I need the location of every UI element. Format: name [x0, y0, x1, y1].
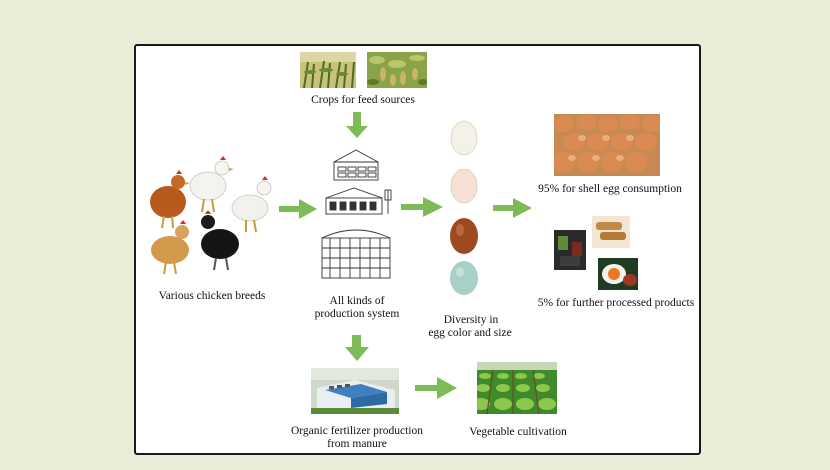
fertilizer-label-line2: from manure: [327, 438, 387, 450]
poultry-house-drawing: [316, 142, 396, 282]
egg-icons: [445, 118, 485, 300]
production-label-line1: All kinds of: [329, 295, 385, 307]
diversity-label-line2: egg color and size: [428, 327, 512, 339]
diversity-label-line1: Diversity in: [443, 314, 499, 326]
crops-label: Crops for feed sources: [311, 94, 415, 106]
egg-tray-photo: [554, 114, 660, 176]
processed-egg-products-photo: [552, 214, 638, 292]
soybean-plant-photo: [367, 52, 427, 88]
shell-egg-label: 95% for shell egg consumption: [538, 183, 682, 195]
fertilizer-label-line1: Organic fertilizer production: [291, 425, 423, 437]
chicken-breeds-photo: [142, 152, 274, 280]
corn-field-photo: [300, 52, 356, 88]
breeds-label: Various chicken breeds: [158, 290, 266, 302]
vegetable-field-photo: [477, 362, 557, 414]
production-label-line2: production system: [314, 308, 400, 320]
processed-label: 5% for further processed products: [537, 297, 695, 309]
fertilizer-plant-photo: [311, 368, 399, 414]
vegetable-label: Vegetable cultivation: [469, 426, 567, 438]
